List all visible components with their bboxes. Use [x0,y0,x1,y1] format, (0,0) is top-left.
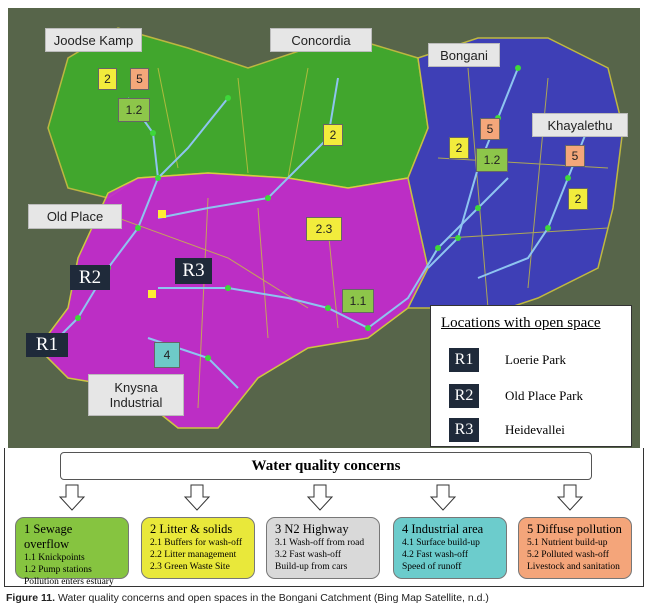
legend-code: R3 [449,418,479,442]
concern-line: 4.1 Surface build-up [402,538,480,548]
caption-text: Water quality concerns and open spaces i… [55,592,489,604]
area-label-khayalethu: Khayalethu [532,113,628,137]
concern-marker: 1.1 [342,289,374,313]
site-r1: R1 [26,333,68,357]
concern-line: Livestock and sanitation [527,562,620,572]
blue-catchment-zone [406,37,624,319]
concern-title: 1 Sewage overflow [24,522,73,551]
concern-line: 2.2 Litter management [150,550,237,560]
concern-line: 1.1 Knickpoints [24,553,85,563]
figure-caption: Figure 11. Water quality concerns and op… [6,592,489,604]
concerns-frame [4,448,644,587]
concern-line: 2.3 Green Waste Site [150,562,230,572]
legend-title: Locations with open space [441,315,601,331]
legend-item: R1 Loerie Park [449,348,566,372]
concern-line: 3.2 Fast wash-off [275,550,342,560]
site-marker [148,290,156,298]
area-label-knysna-industrial: Knysna Industrial [88,374,184,416]
down-arrow-icon [306,484,334,511]
concern-line: 3.1 Wash-off from road [275,538,365,548]
legend-code: R2 [449,384,479,408]
concern-box-highway: 3 N2 Highway 3.1 Wash-off from road 3.2 Fa… [266,517,380,579]
site-r3: R3 [175,258,212,284]
concern-marker: 2.3 [306,217,342,241]
legend-code: R1 [449,348,479,372]
concern-marker: 1.2 [476,148,508,172]
site-r2: R2 [70,265,110,290]
concern-marker: 1.2 [118,98,150,122]
site-marker [158,210,166,218]
concern-marker: 5 [565,145,585,167]
concern-marker: 2 [323,124,343,146]
concern-marker: 5 [130,68,149,90]
concern-box-sewage: 1 Sewage overflow 1.1 Knickpoints 1.2 Pump… [15,517,129,587]
concern-title: 2 Litter & solids [150,522,233,536]
concern-line: Speed of runoff [402,562,462,572]
concern-box-industrial: 4 Industrial area 4.1 Surface build-up 4.2… [393,517,507,579]
concern-box-diffuse: 5 Diffuse pollution 5.1 Nutrient build-up… [518,517,632,579]
area-label-bongani: Bongani [428,43,500,67]
concern-line: 4.2 Fast wash-off [402,550,469,560]
legend-name: Loerie Park [505,352,567,367]
down-arrow-icon [429,484,457,511]
concern-title: 5 Diffuse pollution [527,522,622,536]
concern-marker: 2 [568,188,588,210]
area-label-concordia: Concordia [270,28,372,52]
caption-label: Figure 11. [6,592,56,604]
legend-name: Old Place Park [505,388,583,403]
down-arrow-icon [183,484,211,511]
legend-item: R3 Heidevallei [449,418,565,442]
legend-item: R2 Old Place Park [449,384,583,408]
concern-line: 2.1 Buffers for wash-off [150,538,242,548]
concern-line: 5.2 Polluted wash-off [527,550,609,560]
concern-title: 3 N2 Highway [275,522,349,536]
area-label-joodse-kamp: Joodse Kamp [45,28,142,52]
concern-line: Build-up from cars [275,562,348,572]
concerns-banner: Water quality concerns [60,452,592,480]
concern-marker: 2 [98,68,117,90]
concern-title: 4 Industrial area [402,522,484,536]
legend-name: Heidevallei [505,422,565,437]
concern-line: Pollution enters estuary [24,577,114,587]
concern-marker: 2 [449,137,469,159]
concern-line: 5.1 Nutrient build-up [527,538,608,548]
down-arrow-icon [556,484,584,511]
concern-marker: 5 [480,118,500,140]
concern-line: 1.2 Pump stations [24,565,92,575]
concern-marker: 4 [154,342,180,368]
concern-box-litter: 2 Litter & solids 2.1 Buffers for wash-of… [141,517,255,579]
area-label-old-place: Old Place [28,204,122,229]
down-arrow-icon [58,484,86,511]
